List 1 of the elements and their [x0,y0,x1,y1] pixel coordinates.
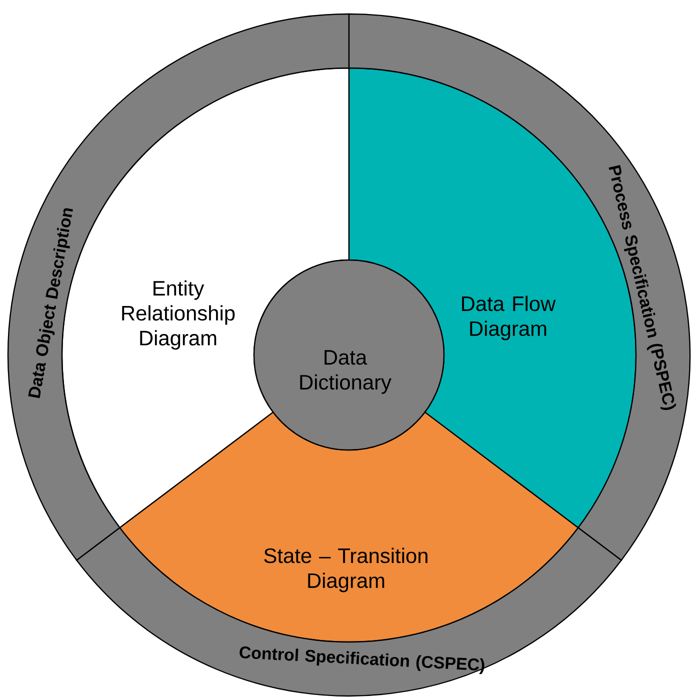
diagram-sector: State – Transition Diagram [119,412,579,642]
